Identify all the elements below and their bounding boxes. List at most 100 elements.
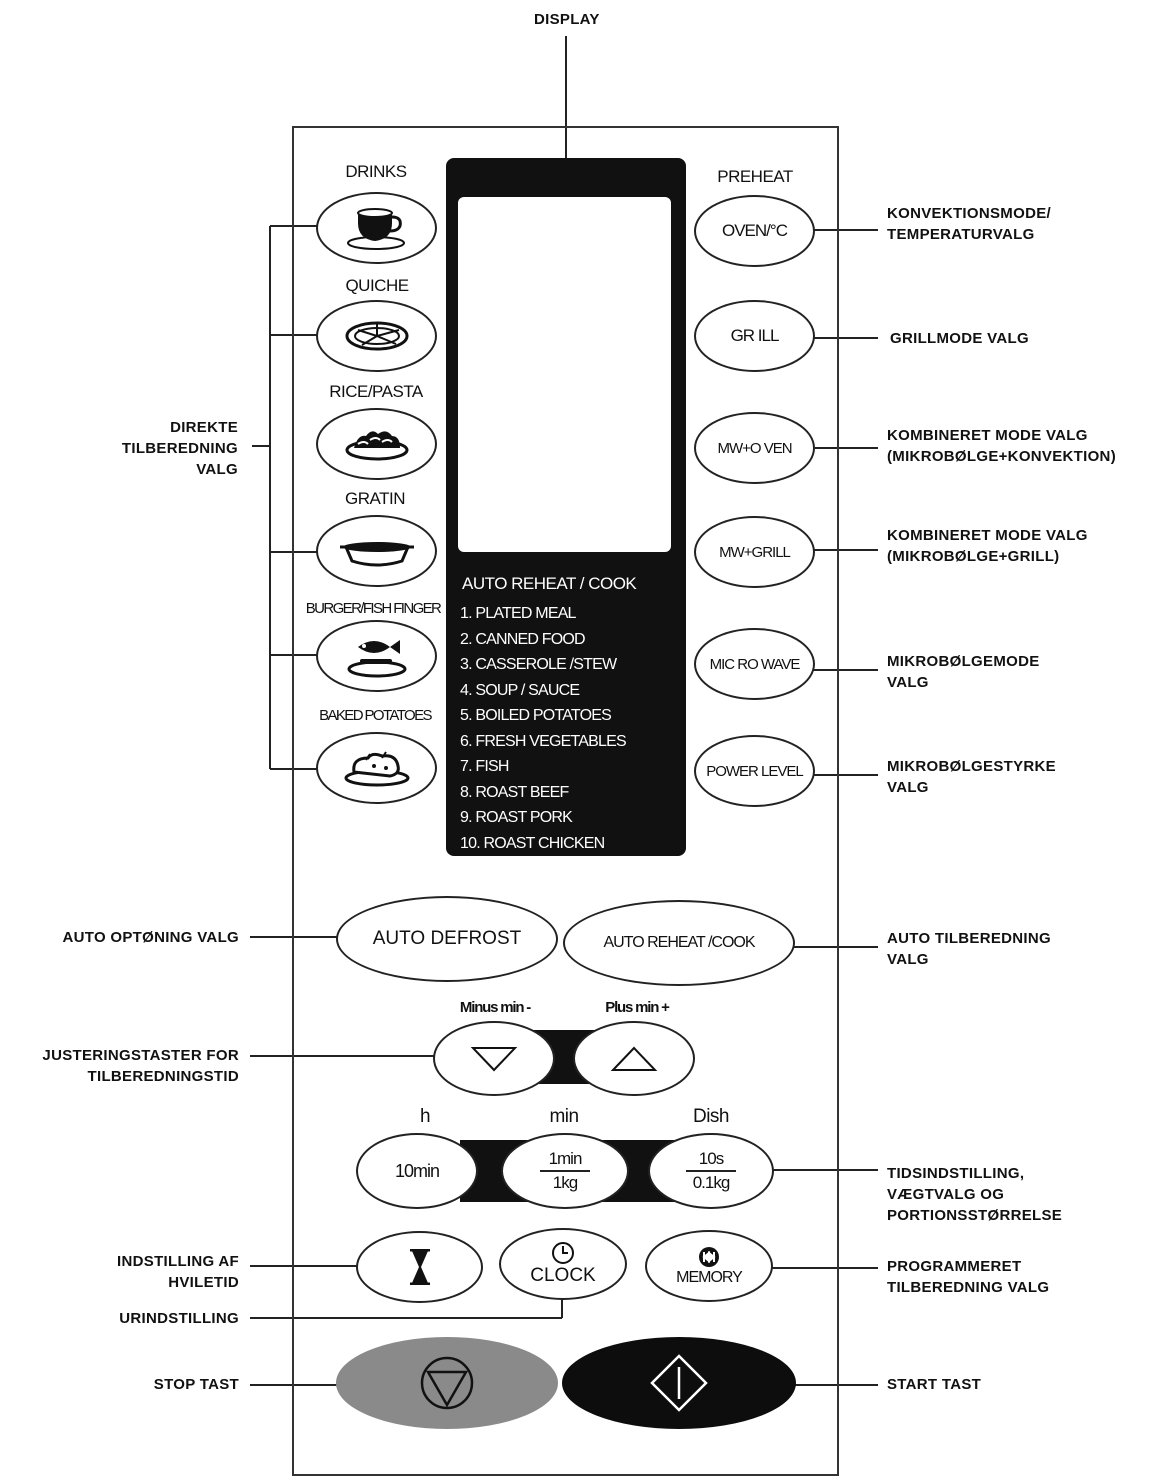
fish-icon [347, 640, 406, 678]
callout-line: KONVEKTIONSMODE/ [887, 205, 1051, 222]
control-panel [292, 126, 839, 1476]
display-title: DISPLAY [534, 11, 600, 28]
callout-line: JUSTERINGSTASTER FOR [42, 1047, 239, 1064]
callout-line: STOP TAST [153, 1376, 239, 1393]
display-screen [458, 197, 671, 552]
plus-min-button[interactable] [573, 1021, 695, 1096]
min-label: min [549, 1106, 579, 1127]
callout-line: MIKROBØLGESTYRKE [887, 758, 1056, 775]
komb-konv-callout: KOMBINERET MODE VALG (MIKROBØLGE+KONVEKT… [887, 425, 1116, 467]
auto-reheat-cook-button[interactable]: AUTO REHEAT /COOK [563, 900, 795, 986]
auto-menu-item: 3. CASSEROLE /STEW [460, 656, 617, 673]
mw-grill-button[interactable]: MW+GRILL [694, 516, 815, 588]
start-callout: START TAST [887, 1374, 981, 1395]
callout-line: START TAST [887, 1376, 982, 1393]
justering-callout: JUSTERINGSTASTER FOR TILBEREDNINGSTID [42, 1045, 239, 1087]
grillmode-callout: GRILLMODE VALG [890, 328, 1029, 349]
hourglass-icon [409, 1249, 430, 1285]
fraction-bar [540, 1170, 590, 1172]
callout-line: VALG [887, 674, 929, 691]
start-icon [650, 1354, 708, 1412]
gratin-icon [339, 542, 414, 567]
callout-line: AUTO TILBEREDNING [887, 930, 1051, 947]
burger-fish-button[interactable] [316, 620, 437, 692]
mw-oven-button[interactable]: MW+O VEN [694, 412, 815, 484]
auto-menu-item: 4. SOUP / SAUCE [460, 681, 580, 699]
preheat-label: PREHEAT [717, 167, 793, 186]
gratin-label: GRATIN [345, 489, 405, 508]
auto-menu-item: 1. PLATED MEAL [460, 605, 576, 622]
h-label: h [419, 1106, 431, 1127]
plus-min-label: Plus min + [605, 999, 670, 1016]
callout-line: (MIKROBØLGE+GRILL) [887, 548, 1060, 565]
callout-line: TEMPERATURVALG [887, 226, 1035, 243]
callout-line: VÆGTVALG OG [887, 1186, 1005, 1203]
baked-potatoes-button[interactable] [316, 732, 437, 804]
auto-menu-item: 10. ROAST CHICKEN [460, 834, 605, 852]
start-button[interactable] [562, 1337, 796, 1429]
callout-line: DIREKTE [170, 419, 238, 436]
callout-line: (MIKROBØLGE+KONVEKTION) [887, 448, 1116, 465]
potato-icon [344, 751, 409, 787]
callout-line: KOMBINERET MODE VALG [887, 527, 1088, 544]
stop-callout: STOP TAST [154, 1374, 239, 1395]
standing-time-button[interactable] [356, 1231, 483, 1303]
stop-button[interactable] [336, 1337, 558, 1429]
burger-fish-label: BURGER/FISH FINGER [305, 600, 442, 617]
minus-min-button[interactable] [433, 1021, 555, 1096]
hviletid-callout: INDSTILLING AF HVILETID [117, 1251, 239, 1293]
drinks-label: DRINKS [345, 162, 407, 181]
ten-min-button[interactable]: 10min [356, 1133, 478, 1209]
minus-min-label: Minus min - [459, 999, 531, 1016]
memory-button[interactable]: MEMORY [645, 1230, 773, 1302]
ten-s-button[interactable]: 10s 0.1kg [648, 1133, 774, 1209]
callout-line: KOMBINERET MODE VALG [887, 427, 1088, 444]
auto-menu-item: 7. FISH [460, 758, 509, 775]
konvektion-callout: KONVEKTIONSMODE/ TEMPERATURVALG [887, 203, 1051, 245]
callout-line: VALG [196, 461, 238, 478]
cup-icon [346, 208, 405, 250]
clock-label: CLOCK [530, 1265, 596, 1286]
callout-line: HVILETID [168, 1274, 239, 1291]
direkte-callout: DIREKTE TILBEREDNING VALG [122, 417, 238, 480]
auto-menu-item: 2. CANNED FOOD [460, 630, 586, 648]
gratin-button[interactable] [316, 515, 437, 587]
grill-button[interactable]: GR ILL [694, 300, 815, 372]
urindstilling-callout: URINDSTILLING [119, 1308, 239, 1329]
rice-pasta-icon [345, 431, 408, 461]
mikrobolge-callout: MIKROBØLGEMODE VALG [887, 651, 1040, 693]
styrke-callout: MIKROBØLGESTYRKE VALG [887, 756, 1056, 798]
point-one-kg-text: 0.1kg [692, 1173, 731, 1192]
auto-tilberedning-callout: AUTO TILBEREDNING VALG [887, 928, 1051, 970]
rice-pasta-button[interactable] [316, 408, 437, 480]
one-kg-text: 1kg [552, 1173, 578, 1192]
auto-menu-list: 1. PLATED MEAL 2. CANNED FOOD 3. CASSERO… [460, 601, 627, 856]
microwave-button[interactable]: MIC RO WAVE [694, 628, 815, 700]
auto-menu-item: 5. BOILED POTATOES [460, 707, 612, 724]
clock-button[interactable]: CLOCK [499, 1228, 627, 1300]
quiche-button[interactable] [316, 300, 437, 372]
oven-temp-button[interactable]: OVEN/°C [694, 195, 815, 267]
callout-line: AUTO OPTØNING VALG [62, 929, 239, 946]
auto-menu-title: AUTO REHEAT / COOK [462, 574, 637, 593]
one-min-kg-fraction: 1min 1kg [540, 1148, 590, 1194]
komb-grill-callout: KOMBINERET MODE VALG (MIKROBØLGE+GRILL) [887, 525, 1088, 567]
triangle-down-icon [470, 1046, 518, 1071]
memory-label: MEMORY [676, 1269, 743, 1286]
auto-defrost-button[interactable]: AUTO DEFROST [336, 896, 558, 982]
memory-icon [699, 1247, 719, 1267]
callout-line: TILBEREDNING VALG [887, 1279, 1050, 1296]
callout-line: GRILLMODE VALG [890, 330, 1029, 347]
one-min-text: 1min [548, 1149, 583, 1168]
rice-pasta-label: RICE/PASTA [329, 382, 423, 401]
power-level-button[interactable]: POWER LEVEL [694, 735, 815, 807]
baked-potatoes-label: BAKED POTATOES [319, 707, 432, 724]
tidsindstilling-callout: TIDSINDSTILLING, VÆGTVALG OG PORTIONSSTØ… [887, 1163, 1062, 1226]
one-min-kg-button[interactable]: 1min 1kg [501, 1133, 629, 1209]
drinks-button[interactable] [316, 192, 437, 264]
callout-line: TILBEREDNING [121, 440, 238, 457]
clock-icon [552, 1242, 574, 1264]
auto-menu-item: 6. FRESH VEGETABLES [460, 732, 627, 750]
callout-line: VALG [887, 779, 929, 796]
